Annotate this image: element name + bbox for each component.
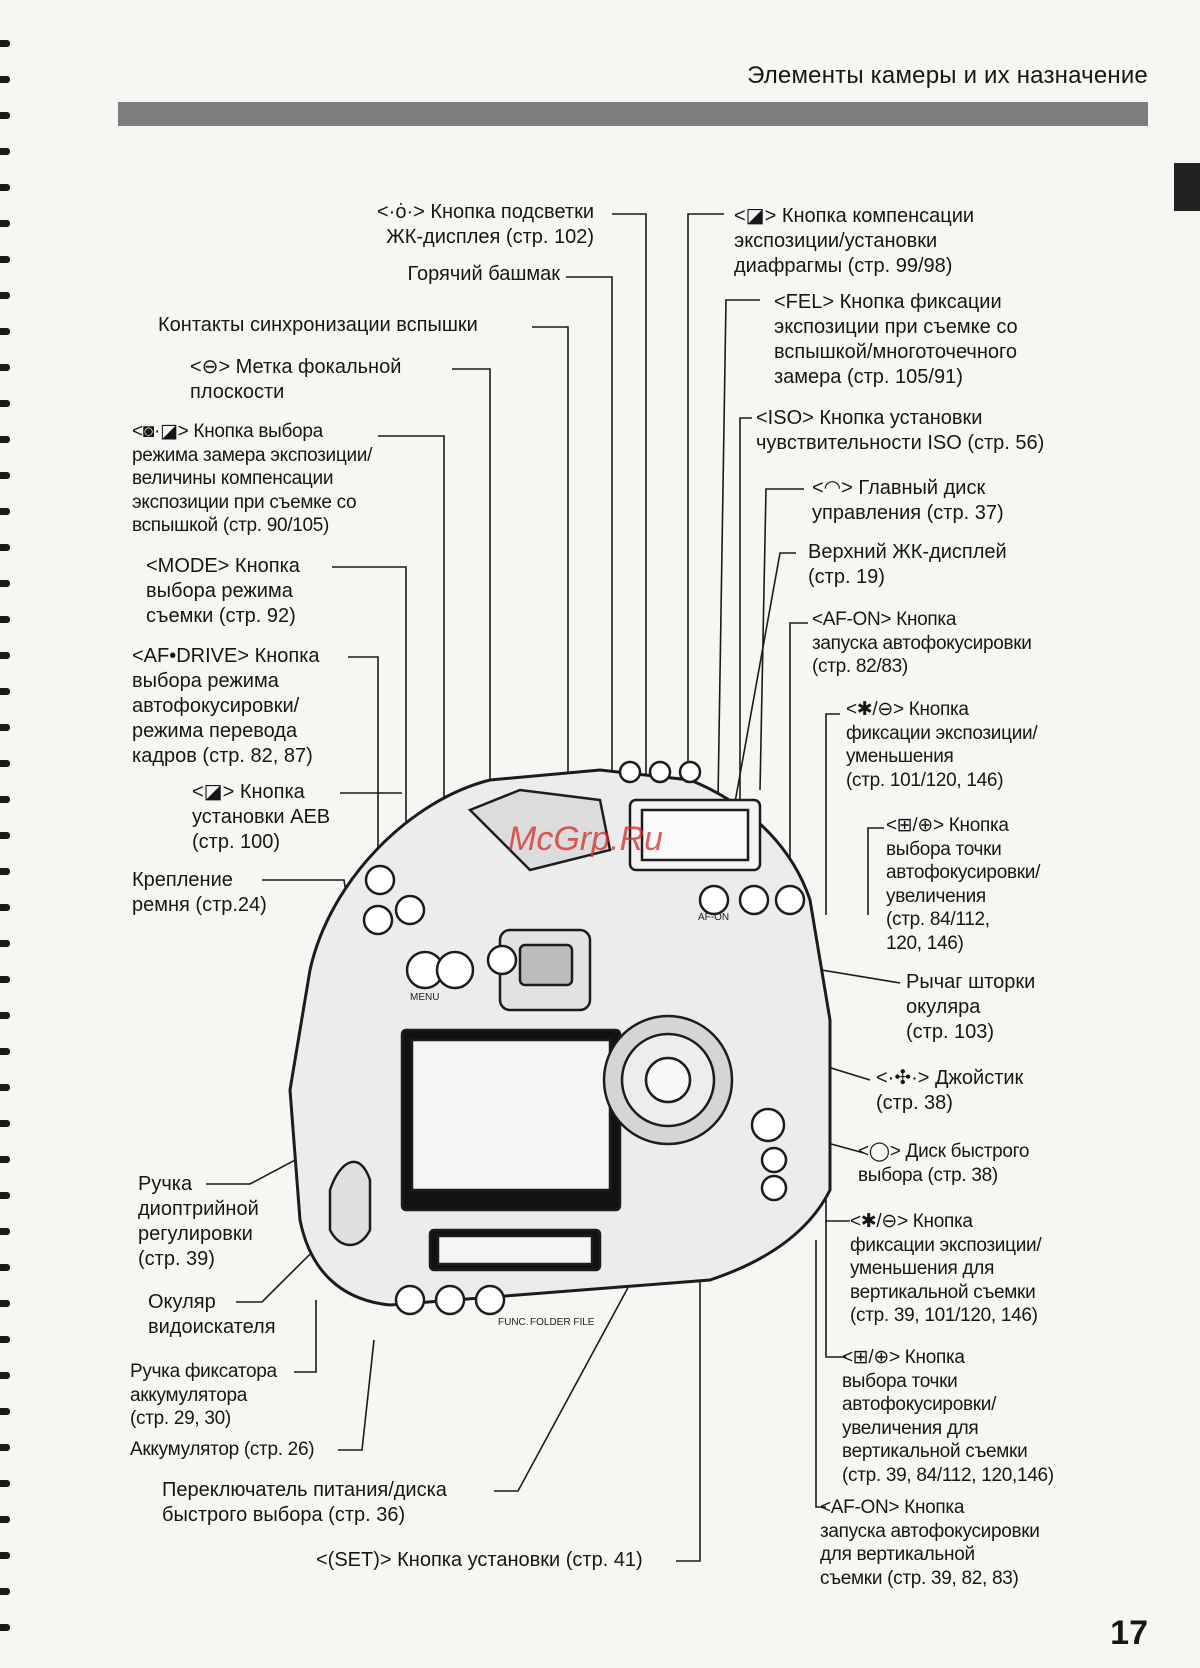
label-top-lcd: Верхний ЖК-дисплей(стр. 19) xyxy=(808,541,1007,588)
af-on-marking: AF-ON xyxy=(698,912,729,923)
label-battery: Аккумулятор (стр. 26) xyxy=(130,1439,315,1460)
label-joystick: <·✣·> Джойстик(стр. 38) xyxy=(876,1067,1024,1114)
label-flash-contacts: Контакты синхронизации вспышки xyxy=(158,314,478,336)
watermark: McGrp.Ru xyxy=(508,820,663,858)
label-hot-shoe: Горячий башмак xyxy=(407,263,560,285)
chapter-tab xyxy=(1174,163,1200,211)
func-marking: FUNC. xyxy=(498,1317,529,1328)
page-number: 17 xyxy=(1110,1614,1148,1652)
binding-holes xyxy=(0,0,14,1668)
label-set-button: <(SET)> Кнопка установки (стр. 41) xyxy=(316,1549,643,1571)
menu-marking: MENU xyxy=(410,992,439,1003)
header-bar xyxy=(118,102,1148,126)
folder-file-marking: FOLDER FILE xyxy=(530,1317,595,1328)
page-title: Элементы камеры и их назначение xyxy=(747,62,1148,89)
camera-illustration: Canon MENU AF-ON FUNC. FOLDER FILE xyxy=(288,760,832,1328)
